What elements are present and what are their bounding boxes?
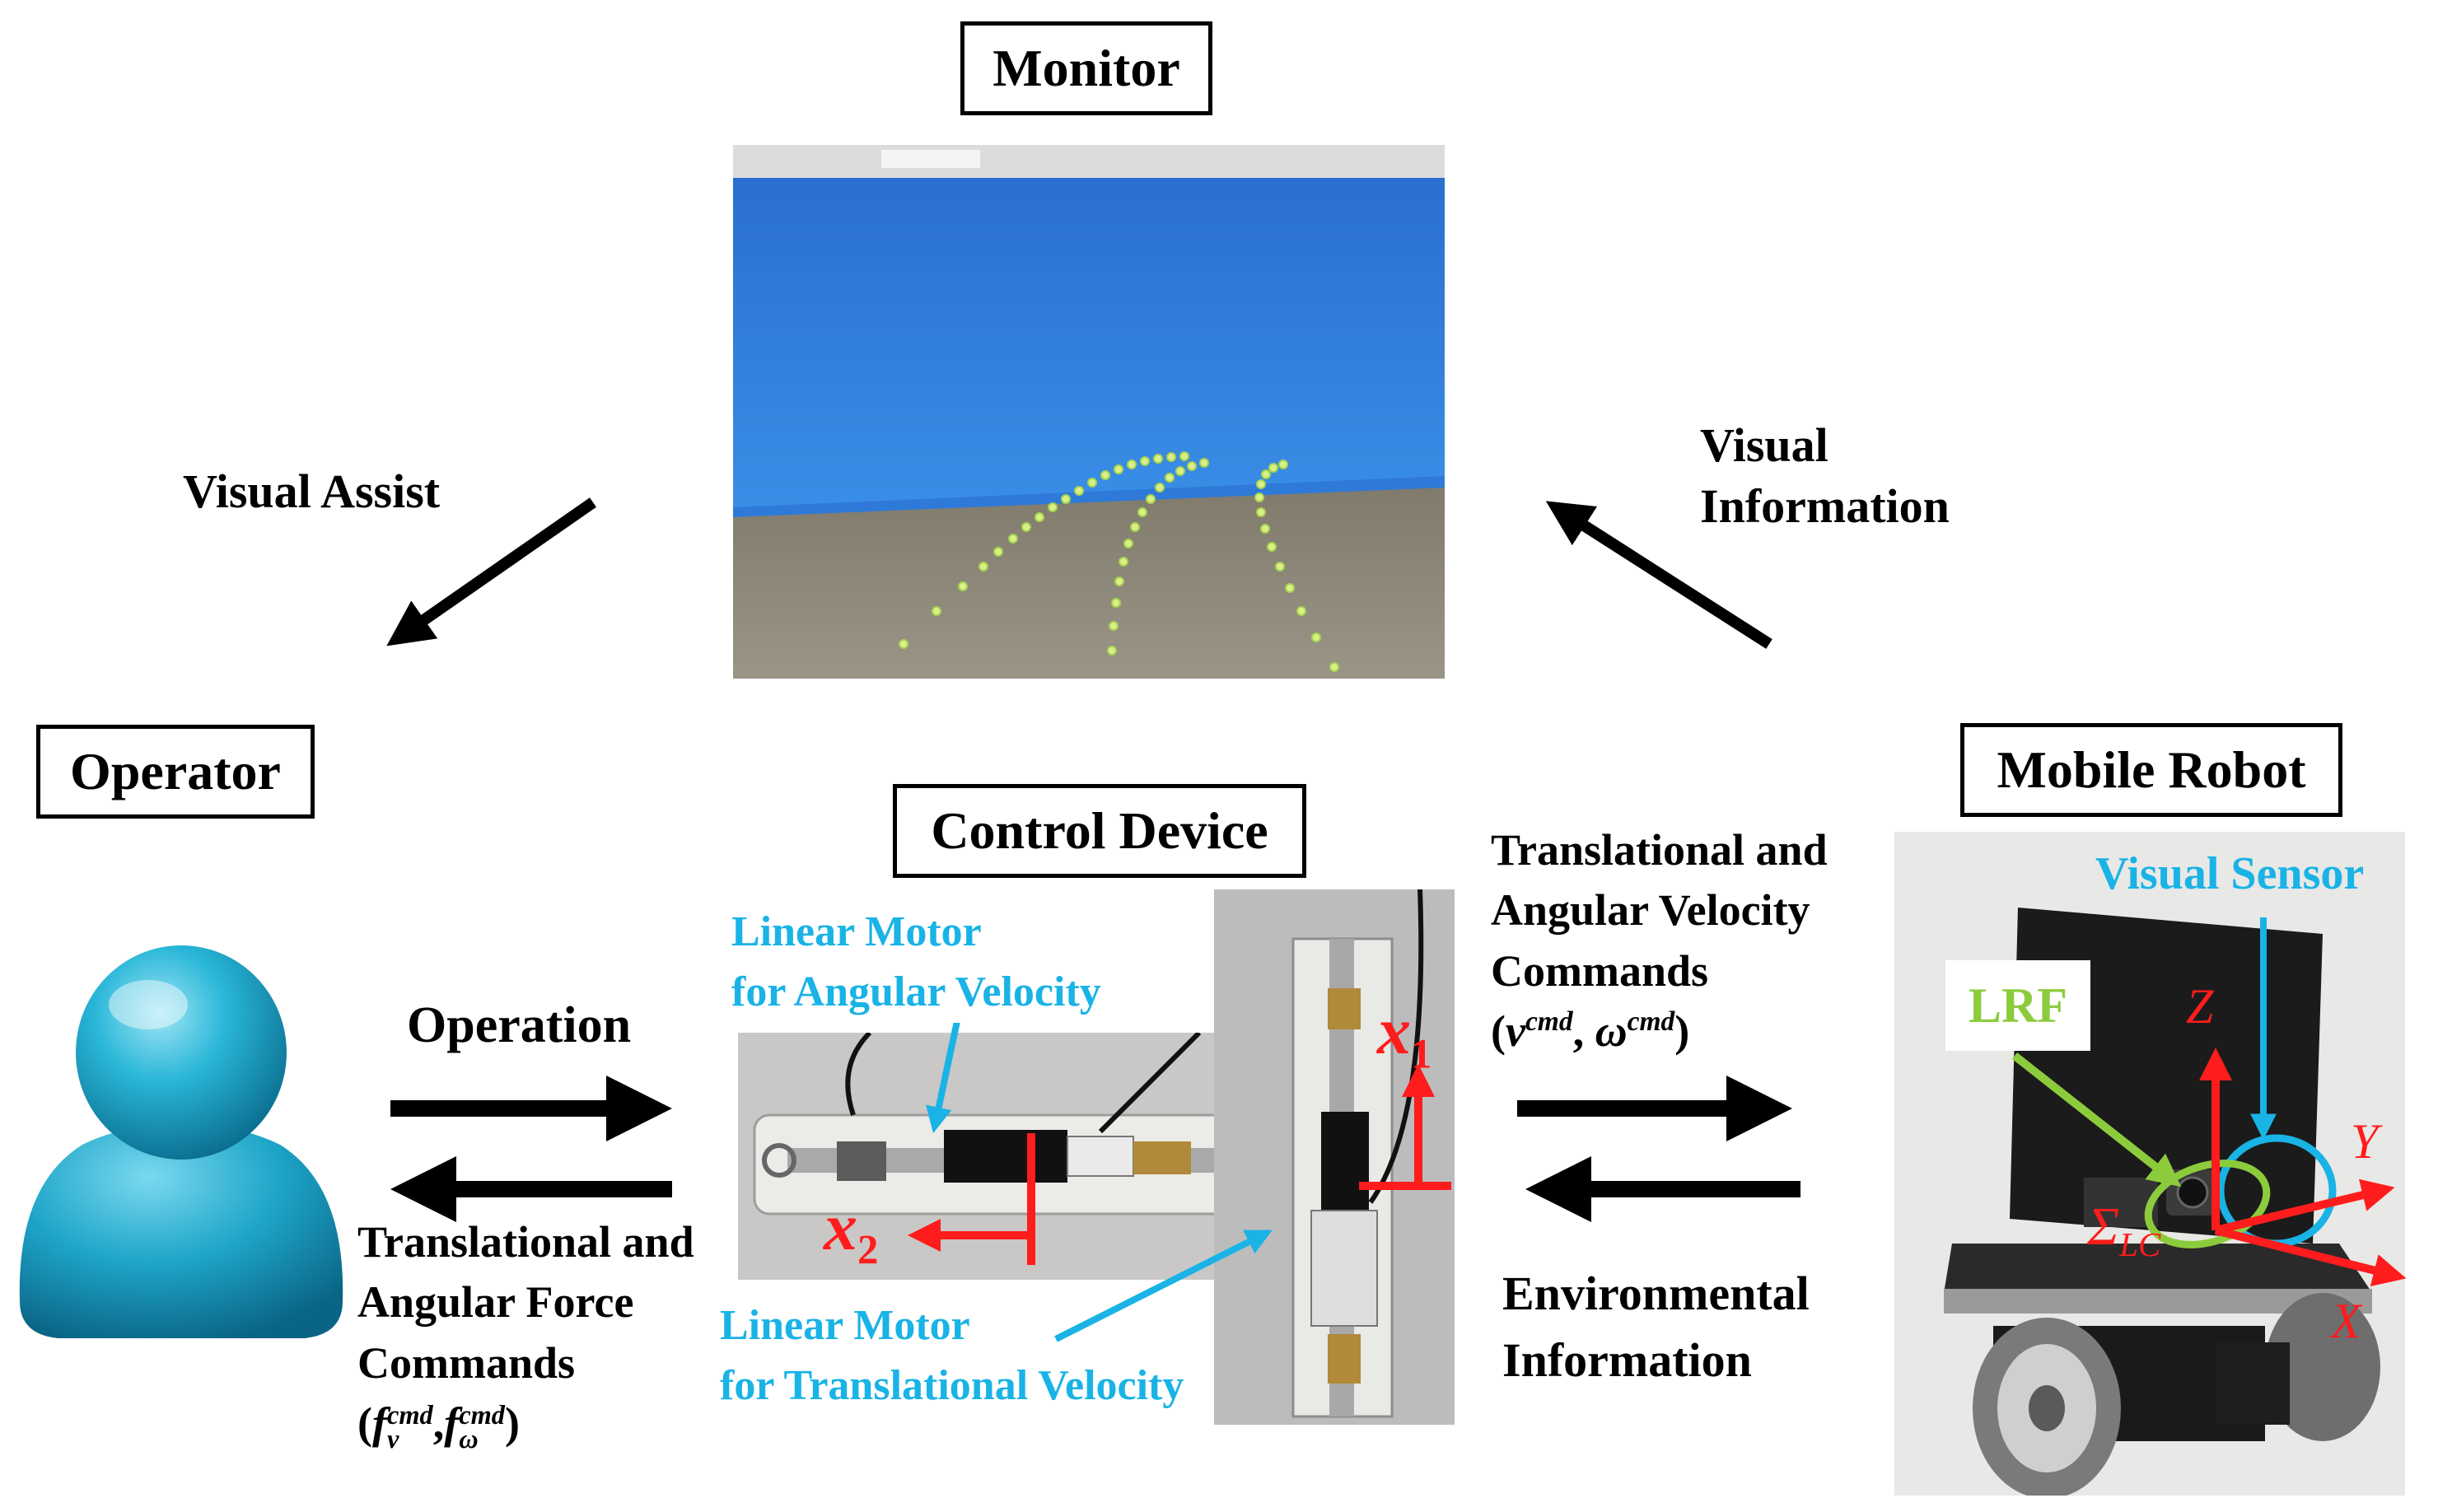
- monitor-view-image: [733, 145, 1445, 679]
- visual-information-arrow: [1545, 501, 1772, 649]
- visual-assist-arrow: [386, 497, 596, 646]
- z-axis-label: Z: [2186, 979, 2214, 1034]
- monitor-box: Monitor: [960, 21, 1212, 115]
- visual-sensor-annotation: Visual Sensor: [2095, 848, 2365, 899]
- y-axis-label: Y: [2351, 1114, 2379, 1169]
- x-axis-arrow: [2214, 1226, 2407, 1287]
- lrf-annotation: LRF: [1945, 960, 2090, 1051]
- sigma-lc-label: ΣLC: [2087, 1197, 2161, 1264]
- x-axis-label: X: [2331, 1294, 2361, 1348]
- translational-motor-annotation: Linear Motor for Translational Velocity: [720, 1302, 1184, 1409]
- velocity-command-math: (vcmd, ωcmd): [1491, 1006, 1690, 1057]
- monitor-label: Monitor: [992, 39, 1180, 97]
- translational-motor-pointer: [1054, 1230, 1273, 1342]
- angular-motor-annotation: Linear Motor for Angular Velocity: [731, 903, 1118, 1023]
- velocity-command-label: Translational and Angular Velocity Comma…: [1491, 820, 1828, 1062]
- environmental-information-label: Environmental Information: [1502, 1267, 1810, 1388]
- operator-label: Operator: [70, 742, 281, 800]
- operator-box: Operator: [36, 725, 315, 819]
- control-device-box: Control Device: [893, 784, 1306, 878]
- visual-assist-label: Visual Assist: [183, 464, 441, 518]
- mobile-robot-box: Mobile Robot: [1960, 723, 2342, 817]
- mobile-robot-label: Mobile Robot: [1997, 740, 2306, 799]
- y-axis-arrow: [2214, 1178, 2395, 1234]
- force-command-label: Translational and Angular Force Commands…: [357, 1217, 694, 1454]
- monitor-view-graphic: [733, 145, 1445, 679]
- x1-label: x1: [1377, 993, 1432, 1077]
- angular-motor-photo: [738, 1033, 1295, 1280]
- x2-label: x2: [824, 1189, 879, 1273]
- control-device-label: Control Device: [931, 801, 1268, 860]
- lrf-highlight: [2144, 1160, 2271, 1248]
- visual-information-label: Visual Information: [1700, 418, 1950, 534]
- person-icon: [19, 945, 343, 1338]
- operation-label: Operation: [407, 997, 632, 1053]
- trajectory-dots: [899, 451, 1339, 672]
